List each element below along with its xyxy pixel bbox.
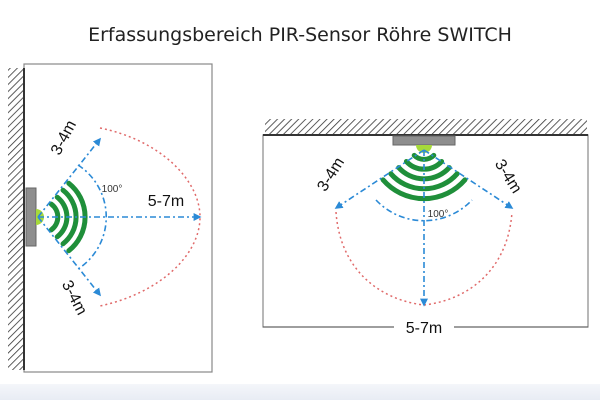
dimension-lines (334, 149, 514, 307)
ceiling-mount-diagram: 5-7m 3-4m 3-4m 100° (262, 119, 589, 337)
ceiling-hatching (265, 119, 587, 135)
right-angle-label: 100° (428, 209, 449, 220)
left-range-label: 5-7m (148, 193, 184, 210)
sensor-housing (392, 135, 456, 146)
diagram-title: Erfassungsbereich PIR-Sensor Röhre SWITC… (88, 24, 512, 46)
dimension-lines (37, 137, 202, 297)
right-range-label: 5-7m (406, 320, 442, 337)
bottom-band (0, 384, 600, 400)
left-angle-label: 100° (102, 184, 123, 195)
wall-hatching (8, 68, 24, 370)
ceiling-mount-room-frame (262, 134, 589, 328)
wall-mount-room-frame (23, 63, 213, 373)
wall-mount-diagram: 3-4m 3-4m 5-7m 100° (8, 63, 213, 373)
sensor-lens (416, 145, 432, 153)
sensor-housing (25, 187, 37, 247)
